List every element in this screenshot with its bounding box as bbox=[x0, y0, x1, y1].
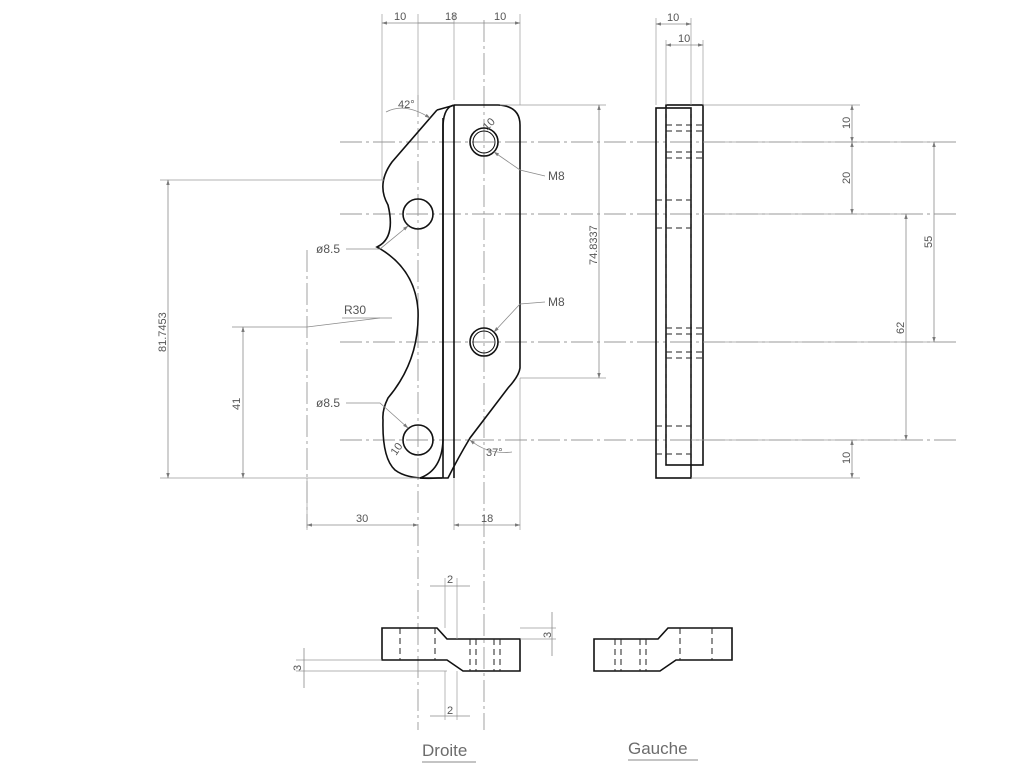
dim-droite-2-bottom: 2 bbox=[447, 705, 453, 717]
dim-right-20: 20 bbox=[841, 172, 853, 184]
dim-bottom-18: 18 bbox=[481, 513, 493, 525]
hole-85-bottom bbox=[402, 424, 434, 456]
gauche-view bbox=[593, 627, 733, 672]
dimensions: 10 18 10 10 10 42° 10 M8 M8 ø8.5 ø8.5 R3… bbox=[157, 11, 940, 720]
hole-m8-mid bbox=[469, 327, 499, 357]
dim-hole-85-bottom: ø8.5 bbox=[316, 396, 340, 410]
dim-side-top-10b: 10 bbox=[678, 33, 690, 45]
title-gauche: Gauche bbox=[628, 739, 688, 758]
dim-top-10a: 10 bbox=[394, 11, 406, 23]
dim-radius-r30: R30 bbox=[344, 303, 366, 317]
dim-hole-m8-top: M8 bbox=[548, 169, 565, 183]
dim-angle-37: 37° bbox=[486, 447, 503, 459]
center-lines bbox=[306, 20, 960, 730]
dim-right-10-bottom: 10 bbox=[841, 452, 853, 464]
hole-85-top bbox=[402, 198, 434, 230]
dim-droite-2-top: 2 bbox=[447, 574, 453, 586]
view-titles: Droite Gauche bbox=[422, 739, 698, 763]
dim-top-18: 18 bbox=[445, 11, 457, 23]
front-left-profile bbox=[375, 109, 442, 480]
dim-height-74: 74.8337 bbox=[588, 225, 600, 265]
front-right-bar bbox=[419, 104, 521, 479]
dim-angle-42: 42° bbox=[398, 99, 415, 111]
dim-top-10b: 10 bbox=[494, 11, 506, 23]
dim-right-62: 62 bbox=[895, 322, 907, 334]
dim-droite-3-left: 3 bbox=[292, 665, 304, 671]
dim-height-41: 41 bbox=[231, 398, 243, 410]
dim-right-10-top: 10 bbox=[841, 117, 853, 129]
droite-view bbox=[381, 627, 521, 672]
dim-side-top-10a: 10 bbox=[667, 12, 679, 24]
title-droite: Droite bbox=[422, 741, 467, 760]
dim-height-81: 81.7453 bbox=[157, 312, 169, 352]
dim-radius-10-bottom: 10 bbox=[389, 441, 406, 458]
dim-hole-m8-mid: M8 bbox=[548, 295, 565, 309]
side-view bbox=[655, 104, 704, 479]
dim-droite-3-right: 3 bbox=[542, 632, 554, 638]
dim-bottom-30: 30 bbox=[356, 513, 368, 525]
dim-right-55: 55 bbox=[923, 236, 935, 248]
front-view bbox=[375, 104, 521, 480]
hole-m8-top bbox=[469, 127, 499, 157]
dim-hole-85-top: ø8.5 bbox=[316, 242, 340, 256]
